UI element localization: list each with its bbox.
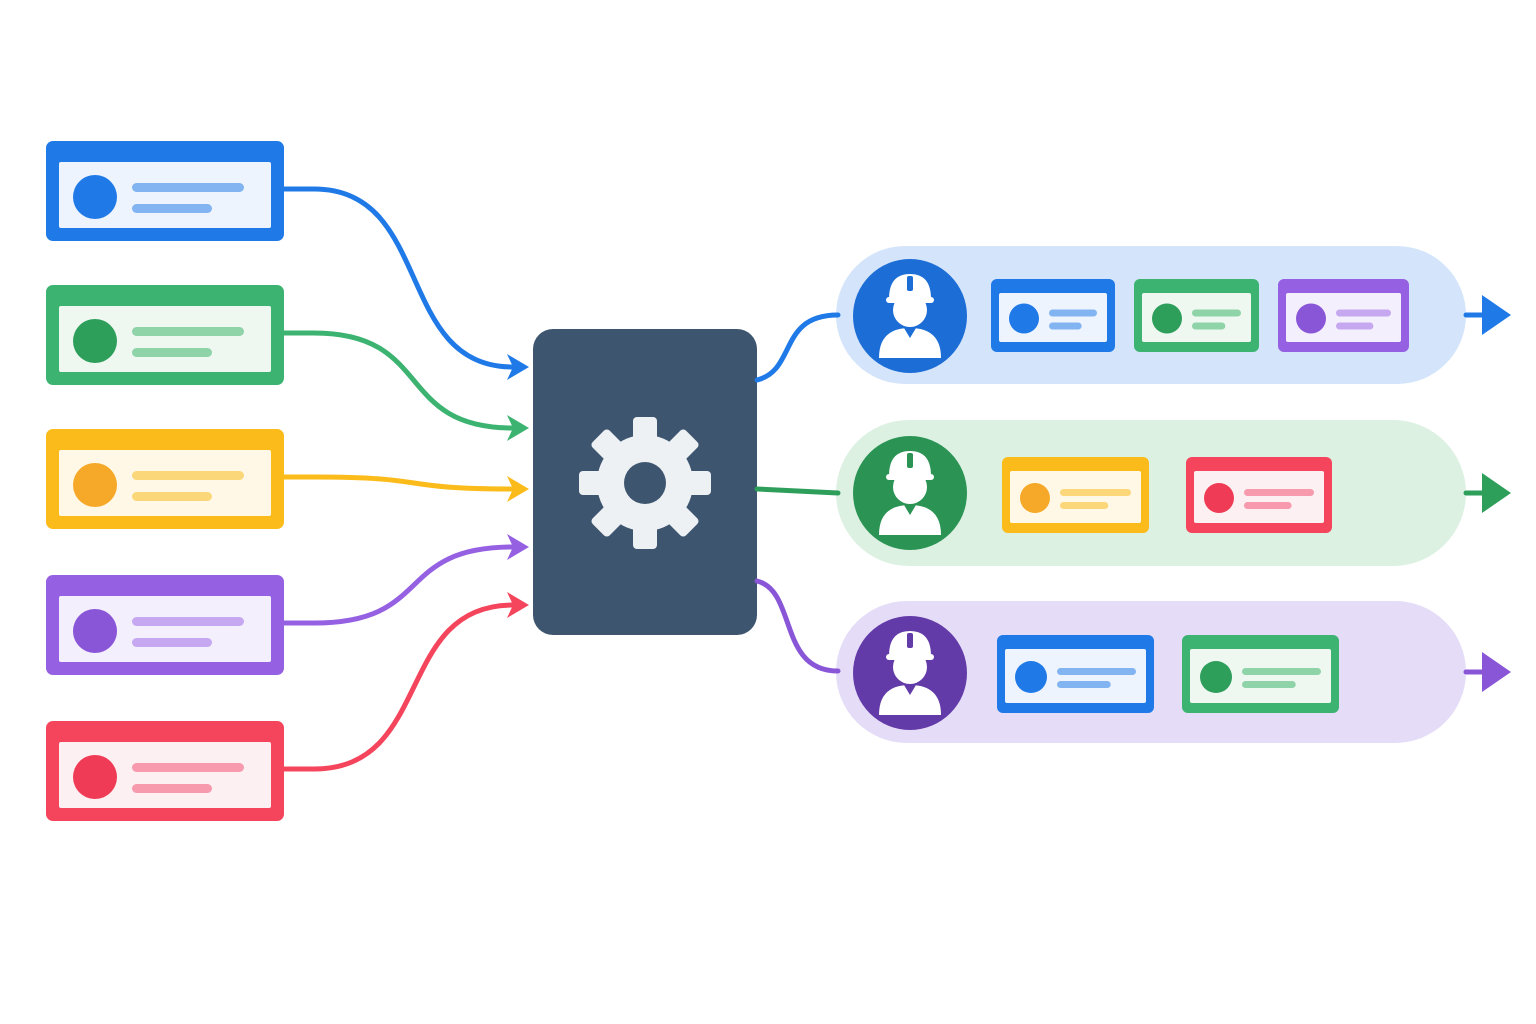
input-card-green[interactable] bbox=[46, 285, 284, 385]
task-line-long bbox=[1060, 489, 1131, 496]
task-dot bbox=[1200, 661, 1232, 693]
input-card-blue[interactable] bbox=[46, 141, 284, 241]
task-card-purple[interactable] bbox=[1278, 279, 1409, 352]
arrow-head-green bbox=[507, 415, 529, 441]
input-card-red[interactable] bbox=[46, 721, 284, 821]
task-line-long bbox=[1242, 668, 1321, 675]
arrow-right-icon bbox=[1482, 652, 1511, 692]
text-line-short bbox=[132, 638, 212, 647]
task-dot bbox=[1009, 303, 1039, 334]
arrow-head-blue bbox=[507, 354, 529, 380]
lane-green[interactable] bbox=[836, 420, 1511, 566]
task-line-short bbox=[1192, 322, 1226, 330]
avatar-dot bbox=[73, 463, 117, 507]
task-line-long bbox=[1049, 309, 1097, 317]
avatar-dot bbox=[73, 319, 117, 363]
task-line-short bbox=[1049, 322, 1082, 330]
task-line-long bbox=[1057, 668, 1136, 675]
connector-yellow bbox=[281, 474, 516, 492]
task-dot bbox=[1296, 303, 1326, 334]
input-card-purple[interactable] bbox=[46, 575, 284, 675]
card-body bbox=[59, 450, 271, 516]
arrow-right-icon bbox=[1482, 295, 1511, 335]
helmet-brim bbox=[886, 474, 934, 480]
worker-helmet-icon bbox=[853, 259, 967, 373]
task-line-long bbox=[1336, 309, 1391, 317]
arrow-head-red bbox=[507, 592, 529, 618]
arrow-head-purple bbox=[507, 534, 529, 560]
text-line-short bbox=[132, 348, 212, 357]
helmet-ridge bbox=[907, 633, 913, 648]
task-line-short bbox=[1242, 681, 1296, 688]
output-connector-lane-purple bbox=[754, 578, 841, 674]
worker-collar bbox=[904, 685, 916, 695]
text-line-short bbox=[132, 204, 212, 213]
lane-purple[interactable] bbox=[836, 601, 1511, 743]
avatar-dot bbox=[73, 755, 117, 799]
card-body bbox=[59, 306, 271, 372]
card-body bbox=[59, 596, 271, 662]
lane-blue[interactable] bbox=[836, 246, 1511, 384]
avatar-dot bbox=[73, 609, 117, 653]
output-connector-lane-blue bbox=[754, 312, 841, 383]
worker-helmet-icon bbox=[853, 436, 967, 550]
task-dot bbox=[1020, 483, 1050, 513]
input-card-yellow[interactable] bbox=[46, 429, 284, 529]
gear-icon bbox=[579, 417, 711, 549]
helmet-brim bbox=[886, 297, 934, 303]
connector-purple bbox=[281, 544, 516, 626]
text-line-long bbox=[132, 183, 244, 192]
text-line-long bbox=[132, 471, 244, 480]
processor-node[interactable] bbox=[533, 329, 757, 635]
worker-collar bbox=[904, 505, 916, 515]
text-line-long bbox=[132, 763, 244, 772]
helmet-ridge bbox=[907, 276, 913, 291]
card-body bbox=[59, 162, 271, 228]
task-card-red[interactable] bbox=[1186, 457, 1332, 533]
text-line-short bbox=[132, 784, 212, 793]
arrow-head-yellow bbox=[507, 476, 529, 502]
task-dot bbox=[1204, 483, 1234, 513]
task-card-green[interactable] bbox=[1134, 279, 1259, 352]
task-line-long bbox=[1244, 489, 1314, 496]
task-line-long bbox=[1192, 309, 1241, 317]
connector-green bbox=[281, 330, 516, 431]
avatar-dot bbox=[73, 175, 117, 219]
worker-shoulders bbox=[879, 328, 941, 358]
task-line-short bbox=[1060, 502, 1109, 509]
gear-hole bbox=[624, 462, 666, 504]
worker-collar bbox=[904, 328, 916, 338]
text-line-long bbox=[132, 617, 244, 626]
connector-blue bbox=[281, 186, 516, 370]
worker-helmet-icon bbox=[853, 616, 967, 730]
task-line-short bbox=[1057, 681, 1111, 688]
connector-red bbox=[281, 602, 516, 772]
worker-shoulders bbox=[879, 505, 941, 535]
helmet-brim bbox=[886, 654, 934, 660]
worker-shoulders bbox=[879, 685, 941, 715]
task-dot bbox=[1152, 303, 1182, 334]
task-line-short bbox=[1336, 322, 1374, 330]
task-dot bbox=[1015, 661, 1047, 693]
text-line-long bbox=[132, 327, 244, 336]
output-connector-lane-green bbox=[754, 486, 841, 496]
card-body bbox=[59, 742, 271, 808]
task-card-yellow[interactable] bbox=[1002, 457, 1149, 533]
helmet-ridge bbox=[907, 453, 913, 468]
task-card-blue[interactable] bbox=[991, 279, 1115, 352]
task-card-blue[interactable] bbox=[997, 635, 1154, 713]
task-line-short bbox=[1244, 502, 1292, 509]
text-line-short bbox=[132, 492, 212, 501]
arrow-right-icon bbox=[1482, 473, 1511, 513]
task-card-green[interactable] bbox=[1182, 635, 1339, 713]
